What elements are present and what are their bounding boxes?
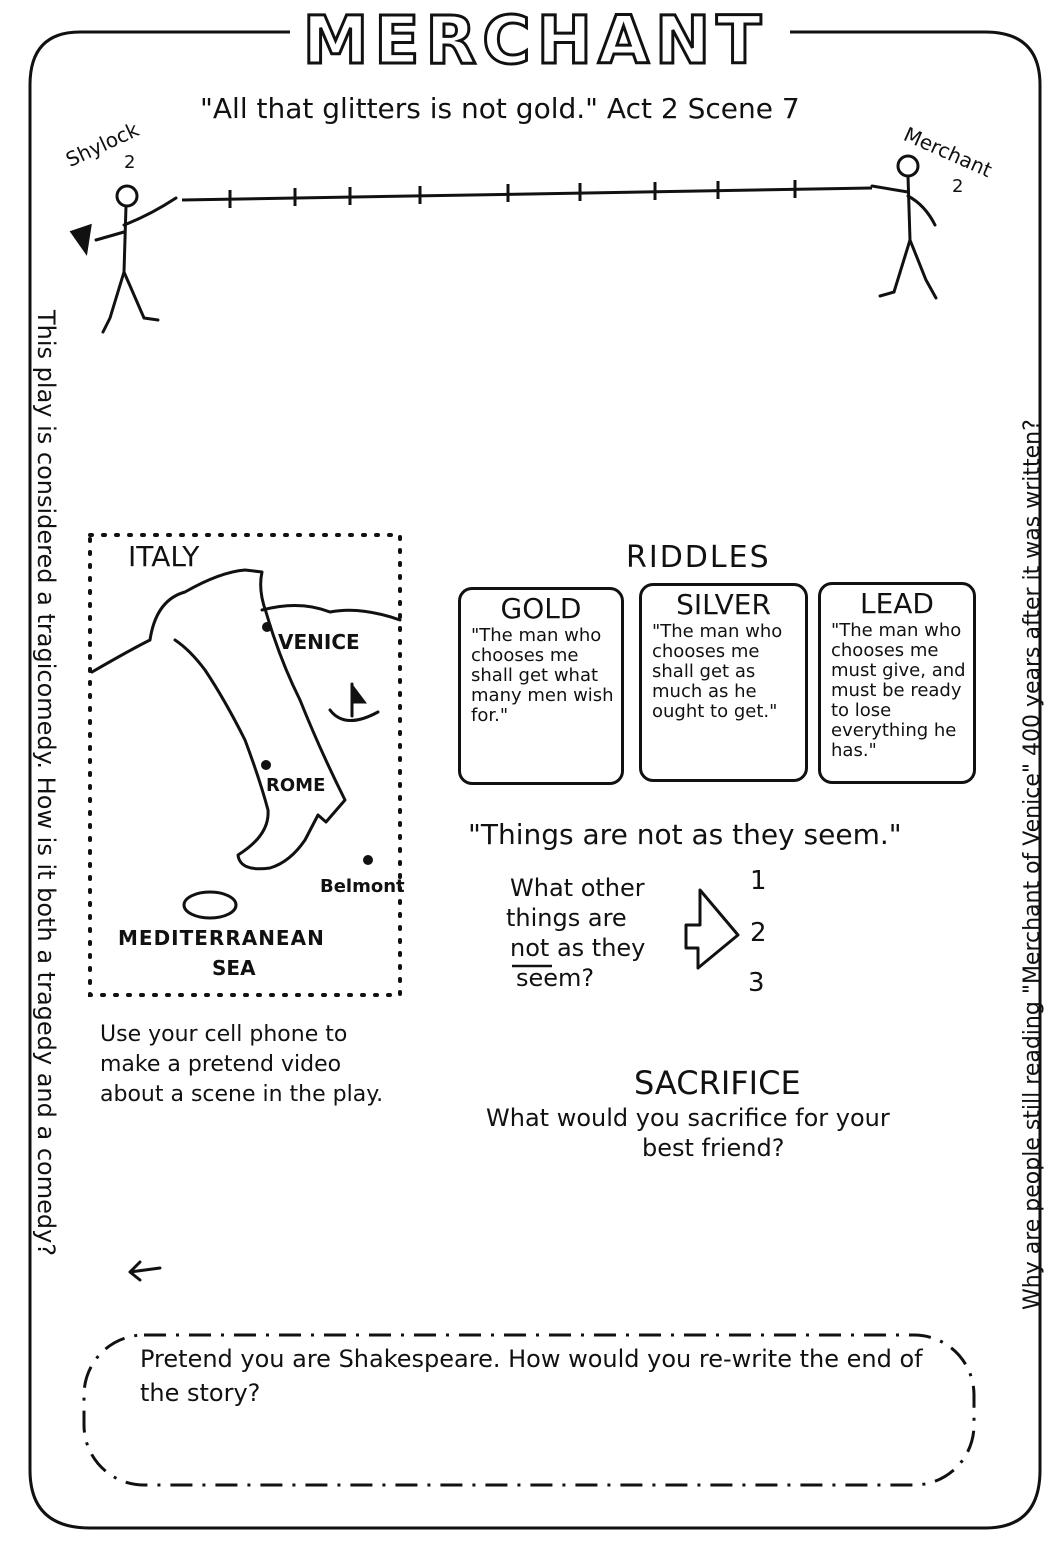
sacrifice-line1: What would you sacrifice for your [486, 1104, 890, 1132]
map-city-belmont: Belmont [320, 876, 405, 897]
map-sea-line1: MEDITERRANEAN [118, 926, 325, 950]
map-city-dots [261, 622, 373, 865]
riddle-box-lead: LEAD "The man who chooses me must give, … [818, 582, 976, 784]
riddle-text-lead: "The man who chooses me must give, and m… [831, 620, 966, 761]
rewrite-prompt: Pretend you are Shakespeare. How would y… [140, 1345, 923, 1407]
map-frame [88, 533, 402, 997]
seem-prompt-line1: What other [510, 874, 645, 902]
riddle-box-silver: SILVER "The man who chooses me shall get… [639, 583, 808, 782]
map-title: ITALY [128, 540, 200, 573]
riddles-heading: RIDDLES [626, 540, 771, 575]
seem-prompt-not: not [510, 934, 550, 962]
seem-number-2: 2 [750, 918, 767, 948]
merchant-number: 2 [952, 176, 964, 197]
riddle-title-gold: GOLD [500, 592, 582, 625]
right-margin-question: Why are people still reading "Merchant o… [1020, 419, 1045, 1310]
italy-outline [90, 568, 402, 920]
timeline-line [181, 180, 873, 208]
seem-prompt-line2: things are [506, 904, 627, 932]
merchant-figure [870, 154, 938, 300]
seem-prompt-line3: not as they [510, 934, 645, 962]
arrow-icon [684, 888, 740, 970]
riddle-title-silver: SILVER [676, 588, 771, 621]
page-border [28, 30, 1042, 1530]
map-sea-line2: SEA [212, 956, 256, 980]
seem-prompt-line4: seem? [516, 964, 595, 992]
video-prompt: Use your cell phone to make a pretend vi… [100, 1022, 384, 1107]
left-margin-question: This play is considered a tragicomedy. H… [32, 310, 60, 1257]
seem-quote: "Things are not as they seem." [468, 818, 902, 851]
seem-prompt-line3-rest: as they [549, 934, 646, 962]
sacrifice-heading: SACRIFICE [634, 1064, 801, 1102]
top-quote: "All that glitters is not gold." Act 2 S… [200, 92, 800, 125]
map-city-venice: VENICE [278, 630, 360, 654]
video-arrow-icon [128, 1260, 162, 1282]
riddle-box-gold: GOLD "The man who chooses me shall get w… [458, 587, 624, 785]
sacrifice-line2: best friend? [642, 1134, 785, 1162]
shylock-number: 2 [124, 152, 136, 173]
riddle-title-lead: LEAD [859, 587, 934, 620]
seem-number-3: 3 [748, 968, 765, 998]
page-title: MERCHANT [301, 1, 768, 81]
boat-icon [328, 682, 380, 722]
seem-number-1: 1 [750, 866, 767, 896]
map-city-rome: ROME [266, 775, 326, 796]
riddle-text-silver: "The man who chooses me shall get as muc… [652, 621, 783, 722]
riddle-text-gold: "The man who chooses me shall get what m… [471, 625, 614, 726]
shylock-figure [69, 184, 178, 334]
